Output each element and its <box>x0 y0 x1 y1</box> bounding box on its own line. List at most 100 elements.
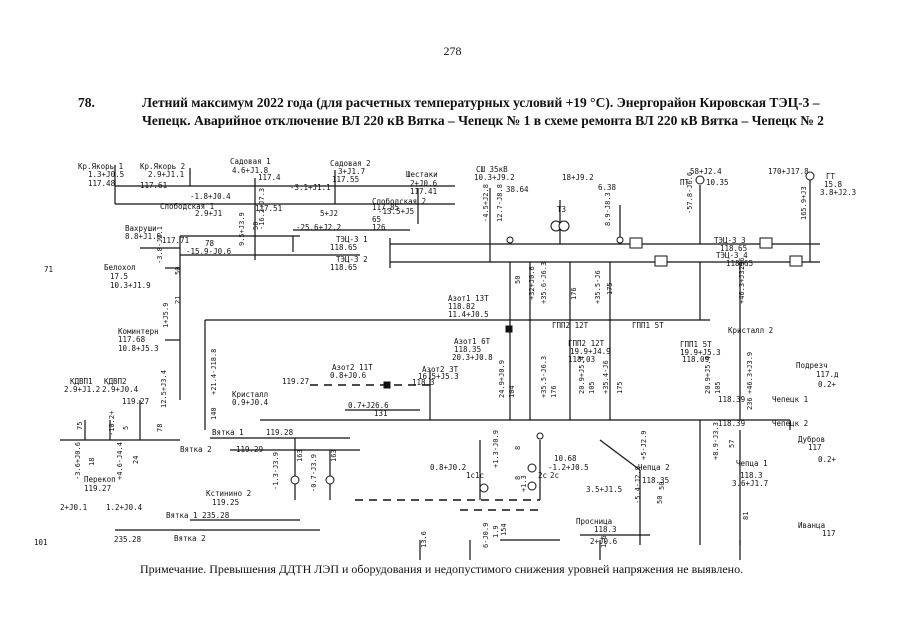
node-label: 118.65 <box>330 243 357 252</box>
node-label: 78 <box>205 239 215 248</box>
flow-label: +5-J2.9 <box>640 430 648 460</box>
node-label: Просница <box>576 517 612 526</box>
node-label: Дубров <box>798 435 825 444</box>
disconnected-lines <box>310 384 540 511</box>
flow-label: +32+J0.6 <box>528 266 536 300</box>
node-label: -1.8+J0.4 <box>190 192 231 201</box>
node-label: 119.27 <box>282 377 309 386</box>
node-label: 117.85 <box>372 203 399 212</box>
node-label: 117.41 <box>410 187 437 196</box>
node-label: 118.35 <box>454 345 481 354</box>
node-label: 2с <box>538 471 547 480</box>
page-number: 278 <box>443 44 462 58</box>
flow-label: 50 <box>656 496 664 504</box>
node-label: 6.38 <box>598 183 617 192</box>
flow-label: 165.9+J3 <box>800 186 808 220</box>
node-label: 0.7+J26.6 <box>348 401 389 410</box>
flow-label: 163 <box>296 449 304 462</box>
flow-label: 1.9 <box>492 525 500 538</box>
node-label: Кстинино 2 <box>206 489 251 498</box>
transformer <box>527 481 537 491</box>
node-label: ПТ <box>680 178 690 187</box>
flow-label: 50 <box>514 276 522 284</box>
node-label: 16.5+J5.3 <box>418 372 459 381</box>
node-label: 58+J2.4 <box>690 167 722 176</box>
flow-label: 50 <box>174 267 182 275</box>
flow-label: 104 <box>508 385 516 398</box>
node-label: ТЭЦ-3 2 <box>336 255 368 264</box>
node-label: 118.65 <box>720 244 747 253</box>
flow-label: -1.3-J3.9 <box>272 452 280 490</box>
flow-label: -5.4-J2.9 <box>634 466 642 504</box>
node-label: Кристалл <box>232 390 268 399</box>
node-label: 10.35 <box>706 178 729 187</box>
switch <box>505 325 513 333</box>
node-label: 117.48 <box>88 179 116 188</box>
node-label: 8.8+J1.9 <box>125 232 161 241</box>
node-label: Чепецк 1 <box>772 395 808 404</box>
node-label: 10.3+J9.2 <box>474 173 515 182</box>
node-label: 3.6+J1.7 <box>732 479 768 488</box>
equipment <box>290 171 815 493</box>
node-label: 117.61 <box>140 181 167 190</box>
node-label: Т3 <box>557 205 566 214</box>
node-label: 119.28 <box>266 428 294 437</box>
flow-label: 236 <box>738 257 746 270</box>
node-label: Азот2 11Т <box>332 363 373 372</box>
node-label: КДВП2 <box>104 377 127 386</box>
node-label: ТЭЦ-3 1 <box>336 235 368 244</box>
node-label: СШ 35кВ <box>476 165 508 174</box>
network-lines <box>60 165 820 560</box>
node-label: 0.8+J0.2 <box>430 463 466 472</box>
node-label: 117 <box>822 529 836 538</box>
node-label: 118.03 <box>568 355 595 364</box>
node-label: 1.2+J0.4 <box>106 503 143 512</box>
node-label: Кр.Якорь 2 <box>140 162 185 171</box>
node-label: Кристалл 2 <box>728 326 773 335</box>
node-label: 65 <box>372 215 381 224</box>
flow-label: +35.6-J6.3 <box>540 262 548 304</box>
node-label: Азот1 6Т <box>454 337 491 346</box>
node-label: 71 <box>44 265 53 274</box>
node-label: 118.39 <box>718 395 745 404</box>
node-label: 15.8 <box>824 180 843 189</box>
node-label: ГПП1 5Т <box>632 321 664 330</box>
node-label: 0.2+ <box>818 380 837 389</box>
flow-label: 12.7-J8.8 <box>496 184 504 222</box>
node-label: Подрезч <box>796 361 828 370</box>
node-label: -3.1+J1.1 <box>290 183 331 192</box>
flow-label: -3.6+J0.6 <box>74 442 82 480</box>
flow-label: 20.9+J5.4 <box>704 356 712 394</box>
flow-label: 175 <box>616 381 624 394</box>
node-label: 2+J0.6 <box>590 537 618 546</box>
flow-label: -57.8-J6.6 <box>686 172 694 214</box>
flow-label: 75 <box>76 422 84 430</box>
node-label: 118.3 <box>740 471 763 480</box>
node-label: 235.28 <box>114 535 142 544</box>
flow-label: 176 <box>550 385 558 398</box>
node-label: Азот1 13Т <box>448 294 489 303</box>
node-label: ТЭЦ-3 3 <box>714 236 746 245</box>
node-label: 17.5 <box>110 272 128 281</box>
flow-label: 8 <box>514 446 522 450</box>
flow-label: 78 <box>156 424 164 432</box>
transformer <box>506 236 514 244</box>
flow-label: 20.9+J5.4 <box>578 356 586 394</box>
switch <box>759 237 773 249</box>
node-label: 2.9+J1.2 <box>64 385 100 394</box>
flow-label: 81 <box>742 512 750 520</box>
node-label: Перекоп <box>84 475 116 484</box>
flow-label: 236 <box>746 397 754 410</box>
flow-label: -10.2+ <box>108 411 116 436</box>
flow-label: 13.6 <box>420 531 428 548</box>
node-label: 131 <box>374 409 388 418</box>
switch <box>654 255 668 267</box>
node-label: 3.8+J2.3 <box>820 188 856 197</box>
flow-label: 105 <box>588 381 596 394</box>
node-label: 101 <box>34 538 48 547</box>
transformer <box>479 483 489 493</box>
node-label: Вятка 1 <box>212 428 244 437</box>
node-label: ГПП1 5Т <box>680 340 712 349</box>
flow-label: +1.3-J0.9 <box>492 430 500 468</box>
node-label: 118.3 <box>594 525 617 534</box>
